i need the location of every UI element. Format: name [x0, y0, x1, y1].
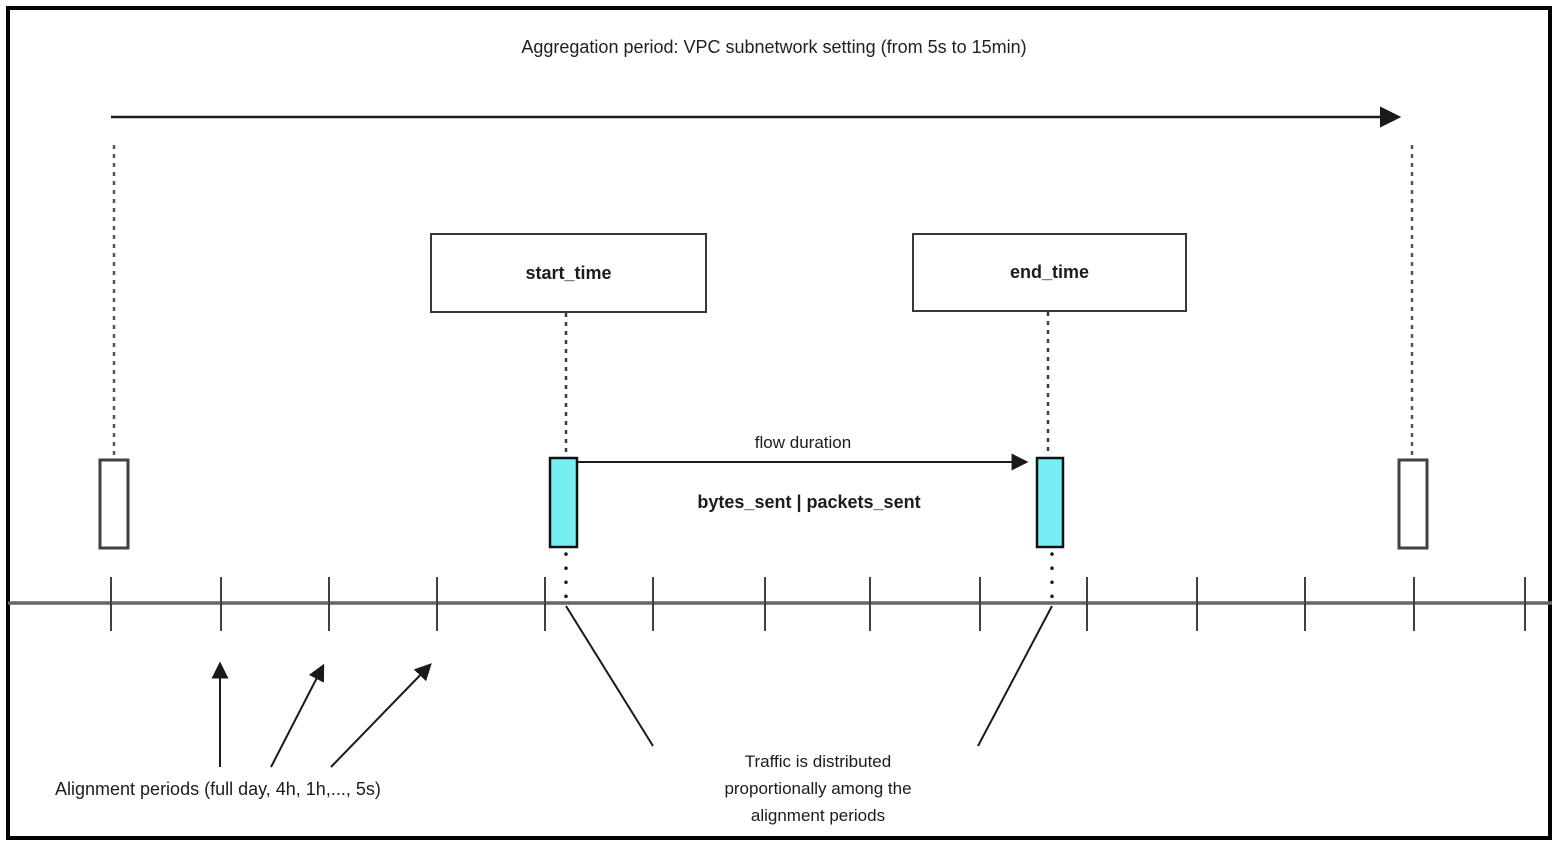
traffic-note-line: alignment periods — [750, 806, 886, 825]
traffic-note-line: proportionally among the — [724, 779, 912, 798]
traffic-distribution-note: Traffic is distributed proportionally am… — [648, 748, 988, 829]
alignment-pointer-arrow-3 — [330, 663, 432, 768]
alignment-period-ticks — [110, 577, 1526, 631]
diagram-border-frame — [6, 6, 1552, 840]
alignment-periods-label: Alignment periods (full day, 4h, 1h,...,… — [55, 779, 381, 799]
metrics-label: bytes_sent | packets_sent — [697, 492, 921, 512]
end-time-label: end_time — [1009, 262, 1090, 282]
alignment-pointer-arrow-2 — [270, 663, 325, 768]
start-time-box: start_time — [430, 233, 707, 313]
left-empty-interval-marker — [98, 458, 130, 550]
flow-end-interval-marker — [1035, 456, 1065, 549]
flow-duration-label: flow duration — [754, 433, 852, 452]
traffic-note-line: Traffic is distributed — [744, 752, 892, 771]
traffic-note-left-leader — [565, 605, 654, 747]
diagram-title: Aggregation period: VPC subnetwork setti… — [521, 37, 1027, 57]
end-time-box: end_time — [912, 233, 1187, 312]
right-empty-interval-marker — [1397, 458, 1429, 550]
start-time-label: start_time — [525, 262, 612, 283]
flow-start-interval-marker — [548, 456, 579, 549]
traffic-note-right-leader — [977, 605, 1053, 747]
